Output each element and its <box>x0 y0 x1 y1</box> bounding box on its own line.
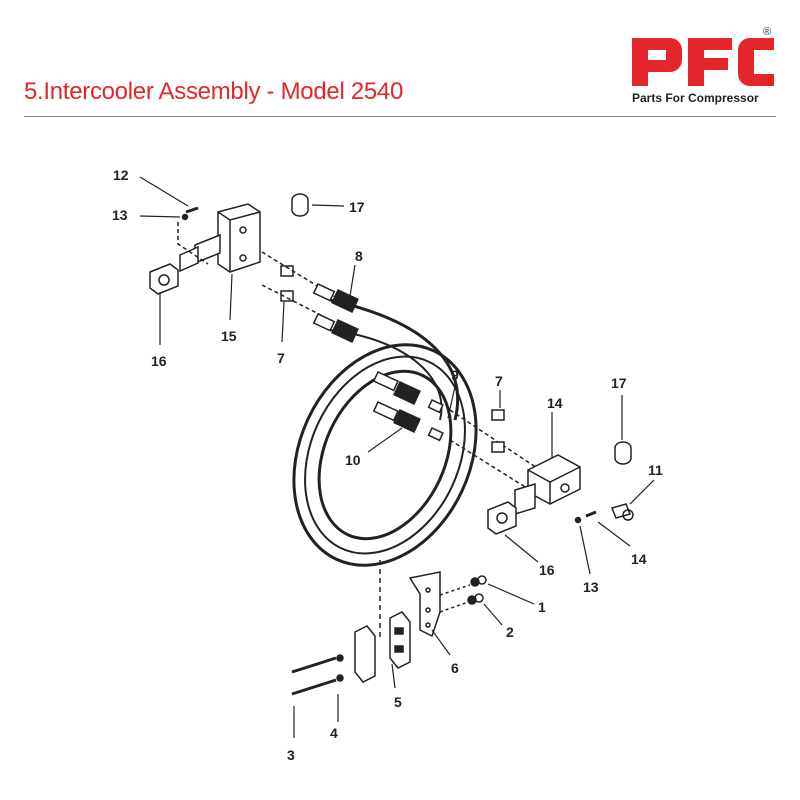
ferrule-nuts-upper <box>312 283 359 343</box>
logo-tagline: Parts For Compressor <box>632 91 759 105</box>
callout-5: 5 <box>394 694 402 710</box>
callout-7: 7 <box>495 373 503 389</box>
plug-right <box>614 441 632 465</box>
page-title: 5.Intercooler Assembly - Model 2540 <box>24 78 404 105</box>
callout-1: 1 <box>538 599 546 615</box>
callout-4: 4 <box>330 725 338 741</box>
left-manifold-block <box>179 203 261 273</box>
intercooler-tube-mid <box>304 355 466 555</box>
callout-16: 16 <box>151 353 167 369</box>
leader-lines <box>139 176 655 738</box>
callout-9: 9 <box>451 367 459 383</box>
intercooler-tube-outer <box>292 343 478 567</box>
callout-6: 6 <box>451 660 459 676</box>
tube-clamp-front <box>354 625 376 683</box>
intercooler-tube-inner <box>317 369 453 541</box>
left-gasket <box>149 263 179 295</box>
tube-clamp-rear <box>389 611 411 669</box>
plug-top <box>291 193 309 217</box>
callout-17: 17 <box>349 199 365 215</box>
support-bracket <box>408 571 441 638</box>
right-manifold-block <box>514 454 581 516</box>
callout-13: 13 <box>583 579 599 595</box>
callout-17: 17 <box>611 375 627 391</box>
callout-labels: 12 13 17 8 16 15 7 9 7 14 17 11 10 16 13… <box>112 167 663 763</box>
callout-11: 11 <box>648 462 663 478</box>
callout-8: 8 <box>355 248 363 264</box>
callout-12: 12 <box>113 167 129 183</box>
callout-3: 3 <box>287 747 295 763</box>
ferrule-nuts-lower <box>372 371 444 442</box>
callout-7: 7 <box>277 350 285 366</box>
callout-2: 2 <box>506 624 514 640</box>
callout-10: 10 <box>345 452 361 468</box>
callout-13: 13 <box>112 207 128 223</box>
callout-16: 16 <box>539 562 555 578</box>
right-gasket <box>487 501 517 535</box>
callout-15: 15 <box>221 328 237 344</box>
registered-mark: ® <box>763 26 772 38</box>
callout-14: 14 <box>547 395 563 411</box>
pfc-logo <box>632 38 774 86</box>
header-divider <box>24 116 776 117</box>
callout-14: 14 <box>631 551 647 567</box>
